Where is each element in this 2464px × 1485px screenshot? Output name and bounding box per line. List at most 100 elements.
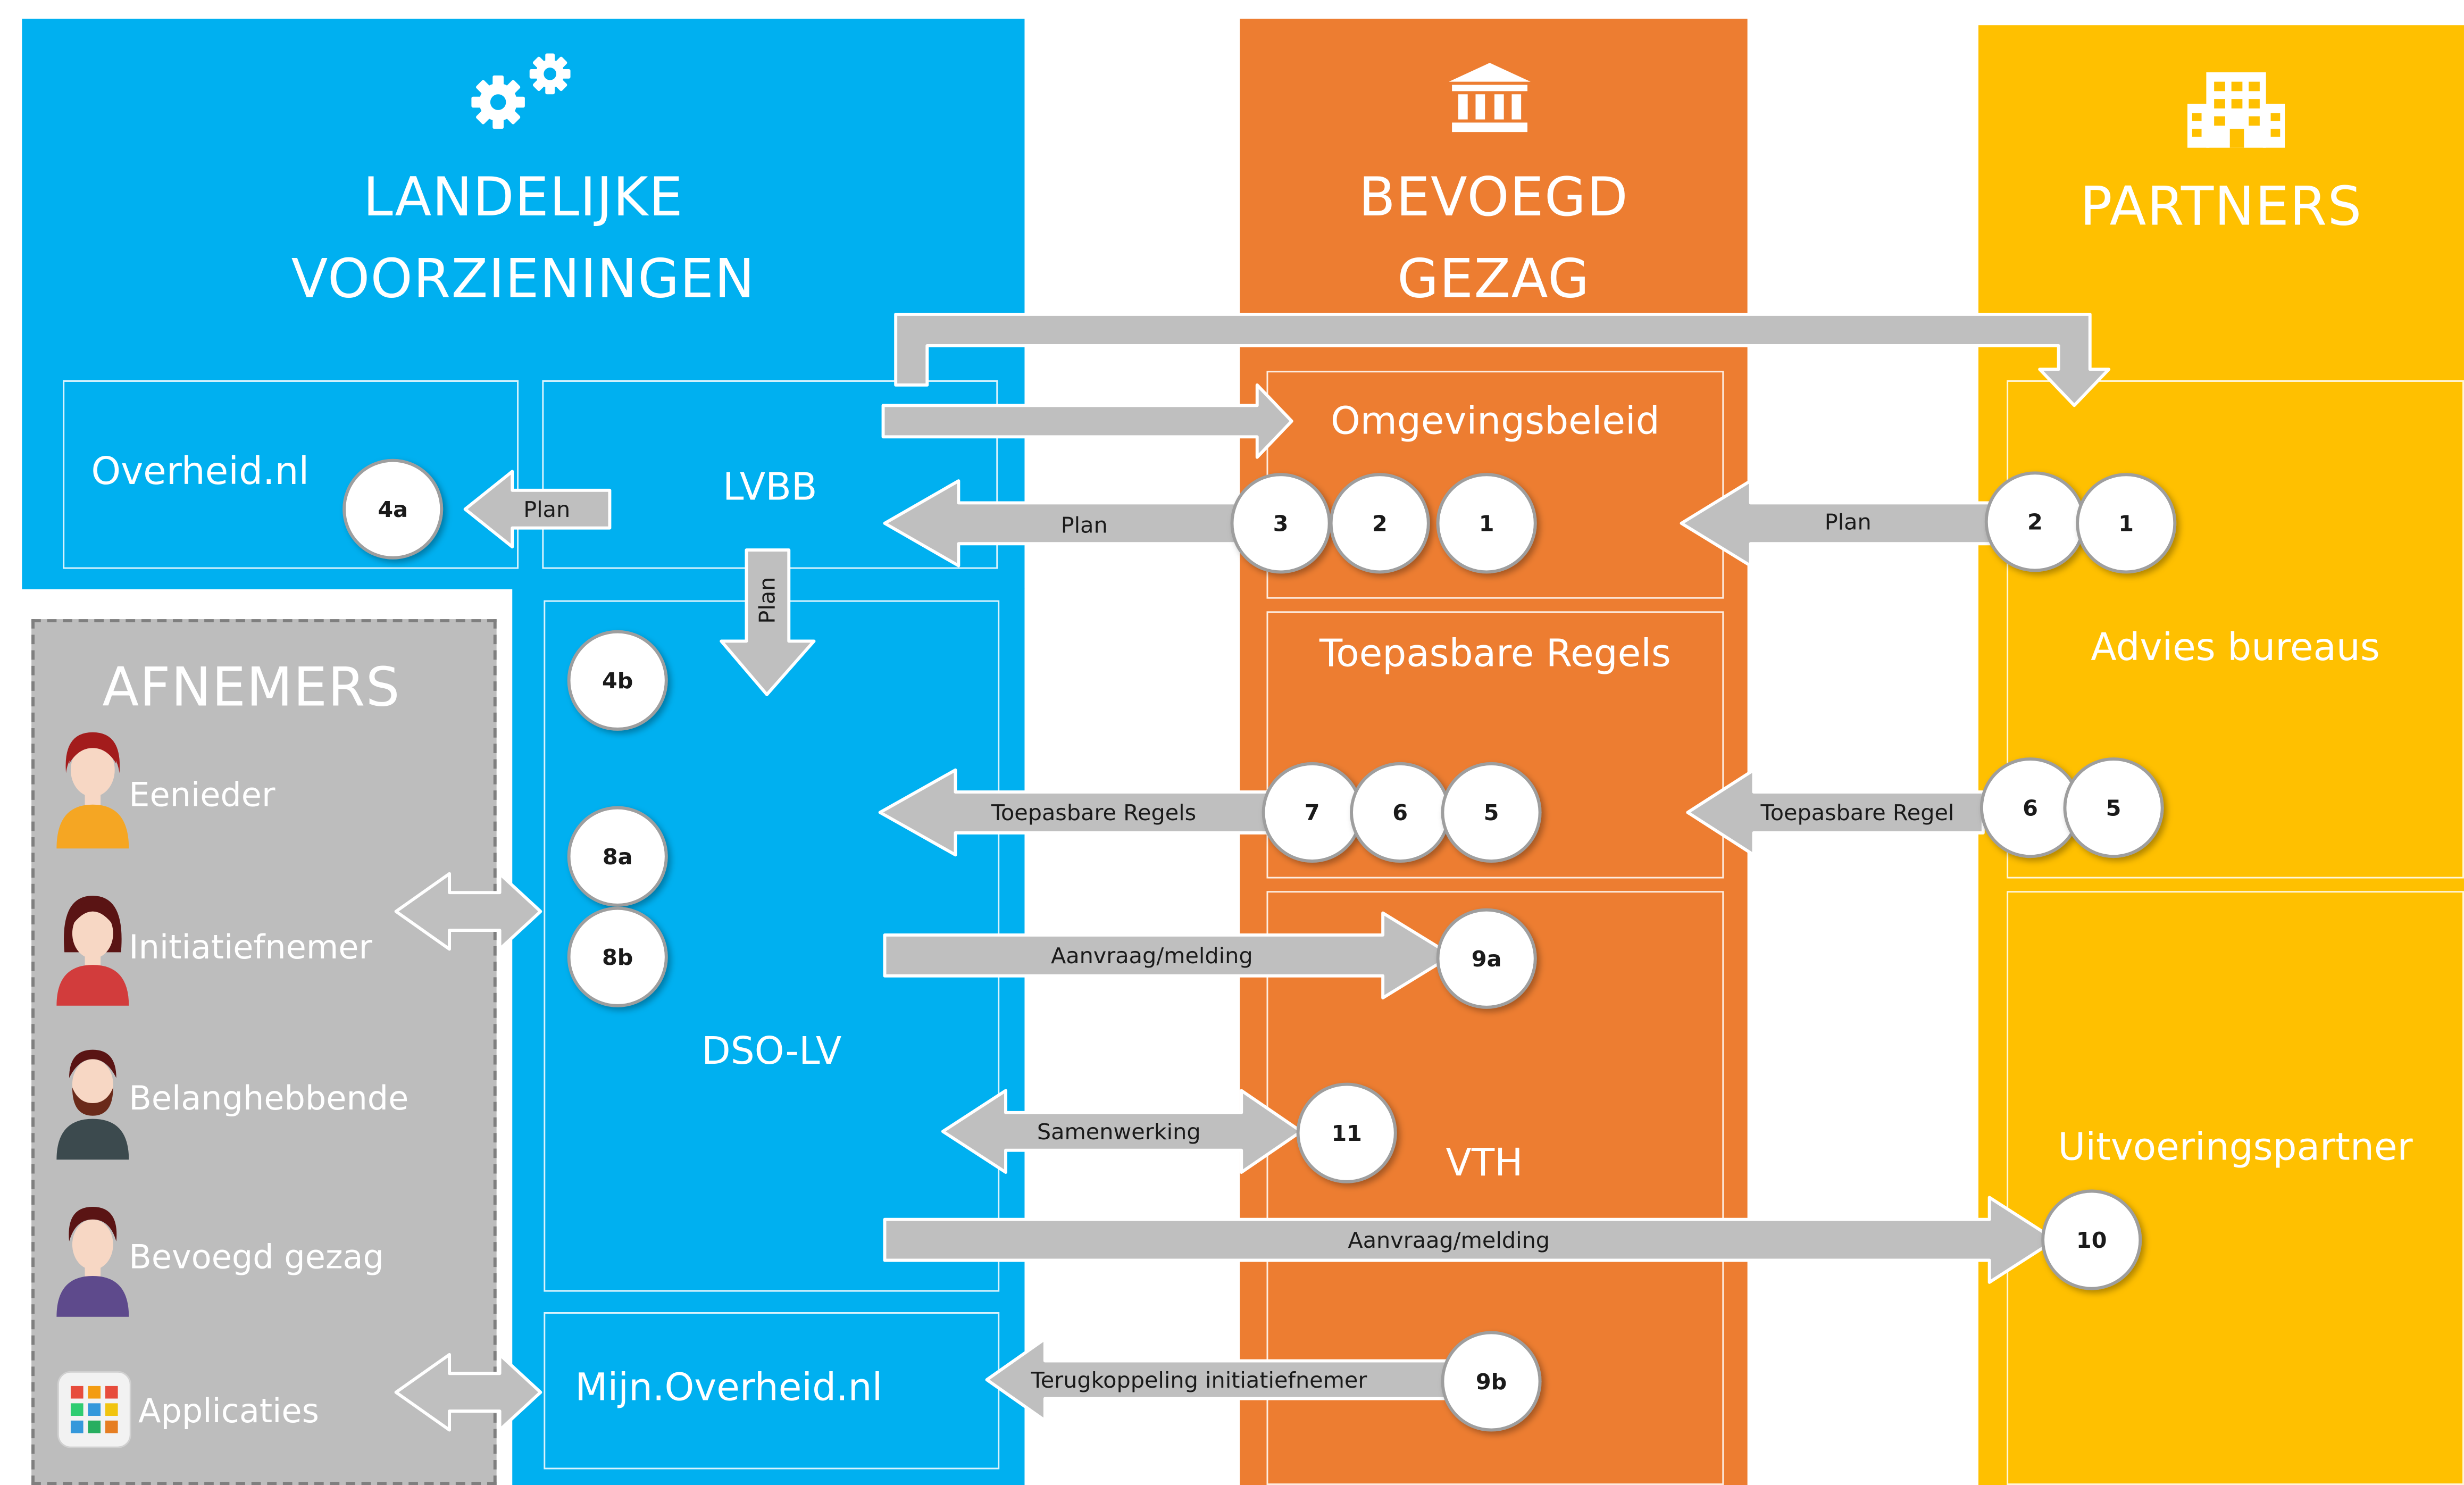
plan-to-lvbb-arrow xyxy=(883,479,1243,568)
toepasbare-regels-box[interactable] xyxy=(1266,611,1724,879)
step-badge-circle xyxy=(343,458,444,560)
bevoegd-title-line1: BEVOEGD xyxy=(1358,166,1629,230)
plan-to-overheid-label: Plan xyxy=(523,497,570,522)
step-badge-s1[interactable]: 1 xyxy=(1436,473,1537,574)
afnemer-bevoegd-gezag[interactable]: Bevoegd gezag xyxy=(129,1238,384,1277)
step-badge-circle xyxy=(1436,908,1537,1009)
plan-from-partners-label: Plan xyxy=(1825,510,1872,535)
step-badge-s4a[interactable]: 4a xyxy=(343,458,444,560)
toepasbare-to-dso-label: Toepasbare Regels xyxy=(991,800,1196,825)
plan-to-lvbb-label: Plan xyxy=(1061,513,1108,538)
vth-box[interactable] xyxy=(1266,891,1724,1485)
step-badge-label: 2 xyxy=(2027,510,2043,535)
step-badge-circle xyxy=(1436,473,1537,574)
step-badge-label: 1 xyxy=(1479,511,1494,537)
office-building-icon xyxy=(2187,72,2285,148)
afnemer-applicaties[interactable]: Applicaties xyxy=(138,1392,319,1430)
afnemers-mijn-double-arrow xyxy=(394,1353,542,1432)
toepasbare-from-partners-label: Toepasbare Regel xyxy=(1760,800,1954,825)
step-badge-s9a[interactable]: 9a xyxy=(1436,908,1537,1009)
step-badge-circle xyxy=(1441,762,1542,863)
lvbb-to-omgevingsbeleid-arrow xyxy=(881,383,1293,459)
landelijke-title-line1: LANDELIJKE xyxy=(363,166,684,230)
plan-down-label: Plan xyxy=(755,577,780,624)
advies-bureaus-box[interactable] xyxy=(2007,380,2464,879)
lvbb-label: LVBB xyxy=(723,465,817,510)
bevoegd-title-line2: GEZAG xyxy=(1397,248,1590,311)
step-badge-s11[interactable]: 11 xyxy=(1296,1082,1397,1183)
step-badge-label: 9b xyxy=(1476,1369,1507,1395)
person-red-icon xyxy=(56,896,129,1006)
apps-grid-icon xyxy=(57,1371,131,1448)
step-badge-label: 11 xyxy=(1331,1121,1362,1146)
step-badge-circle xyxy=(2063,757,2164,858)
step-badge-label: 8b xyxy=(602,945,633,970)
overheid-nl-box[interactable] xyxy=(63,380,519,569)
uitvoeringspartner-box[interactable] xyxy=(2007,891,2464,1485)
step-badge-s4b[interactable]: 4b xyxy=(567,630,668,731)
aanvraag-to-partner-label: Aanvraag/melding xyxy=(1348,1228,1550,1253)
aanvraag-to-vth-label: Aanvraag/melding xyxy=(1051,943,1253,969)
step-badge-circle xyxy=(1441,1331,1542,1432)
lvbb-to-partners-arrow xyxy=(894,312,2111,407)
step-badge-label: 10 xyxy=(2076,1228,2107,1253)
step-badge-label: 9a xyxy=(1472,946,1502,972)
plan-down-arrow xyxy=(720,548,816,696)
step-badge-s9b[interactable]: 9b xyxy=(1441,1331,1542,1432)
afnemers-title: AFNEMERS xyxy=(102,656,401,720)
person-orange-icon xyxy=(56,732,129,849)
step-badge-label: 4a xyxy=(378,497,408,522)
step-badge-p10[interactable]: 10 xyxy=(2041,1189,2142,1290)
person-bearded-icon xyxy=(56,1049,129,1160)
terugkoppeling-arrow xyxy=(985,1337,1456,1422)
partners-title: PARTNERS xyxy=(2080,176,2362,239)
afnemer-initiatiefnemer[interactable]: Initiatiefnemer xyxy=(129,929,372,967)
samenwerking-label: Samenwerking xyxy=(1037,1119,1201,1145)
step-badge-p5[interactable]: 5 xyxy=(2063,757,2164,858)
step-badge-label: 5 xyxy=(1484,800,1499,825)
step-badge-circle xyxy=(567,806,668,907)
toepasbare-from-partners-arrow xyxy=(1686,768,1985,857)
bevoegd-gezag-title: BEVOEGD GEZAG xyxy=(1240,157,1747,320)
step-badge-p2[interactable]: 2 xyxy=(1984,471,2085,572)
terugkoppeling-label: Terugkoppeling initiatiefnemer xyxy=(1031,1367,1367,1393)
person-purple-icon xyxy=(56,1207,129,1317)
plan-to-overheid-arrow xyxy=(463,470,612,549)
step-badge-label: 4b xyxy=(602,668,633,694)
omgevingsbeleid-label: Omgevingsbeleid xyxy=(1330,399,1660,444)
step-badge-s2[interactable]: 2 xyxy=(1329,473,1430,574)
advies-bureaus-label: Advies bureaus xyxy=(2091,625,2380,670)
government-building-icon xyxy=(1449,63,1531,132)
step-badge-circle xyxy=(1296,1082,1397,1183)
mijn-overheid-label: Mijn.Overheid.nl xyxy=(575,1365,883,1410)
toepasbare-regels-label: Toepasbare Regels xyxy=(1319,631,1671,676)
step-badge-circle xyxy=(567,630,668,731)
overheid-nl-label: Overheid.nl xyxy=(91,449,310,494)
mijn-overheid-box[interactable] xyxy=(544,1312,1000,1470)
gears-icon xyxy=(471,53,571,129)
step-badge-label: 6 xyxy=(1392,800,1408,825)
step-badge-s8a[interactable]: 8a xyxy=(567,806,668,907)
toepasbare-to-dso-arrow xyxy=(878,768,1272,857)
step-badge-label: 7 xyxy=(1305,800,1320,825)
step-badge-label: 1 xyxy=(2118,511,2134,537)
step-badge-label: 3 xyxy=(1273,511,1289,537)
afnemer-belanghebbende[interactable]: Belanghebbende xyxy=(129,1079,409,1117)
step-badge-s5[interactable]: 5 xyxy=(1441,762,1542,863)
step-badge-label: 6 xyxy=(2023,795,2038,821)
plan-from-partners-arrow xyxy=(1680,479,2006,568)
step-badge-circle xyxy=(567,906,668,1007)
step-badge-s7[interactable]: 7 xyxy=(1262,762,1363,863)
step-badge-p1[interactable]: 1 xyxy=(2076,473,2177,574)
step-badge-s8b[interactable]: 8b xyxy=(567,906,668,1007)
step-badge-label: 5 xyxy=(2106,795,2121,821)
step-badge-s6[interactable]: 6 xyxy=(1350,762,1451,863)
step-badge-label: 8a xyxy=(603,844,633,870)
afnemer-eenieder[interactable]: Eenieder xyxy=(129,776,275,814)
uitvoeringspartner-label: Uitvoeringspartner xyxy=(2058,1125,2413,1170)
step-badge-circle xyxy=(2041,1189,2142,1290)
samenwerking-arrow xyxy=(941,1089,1303,1174)
step-badge-s3[interactable]: 3 xyxy=(1230,473,1331,574)
